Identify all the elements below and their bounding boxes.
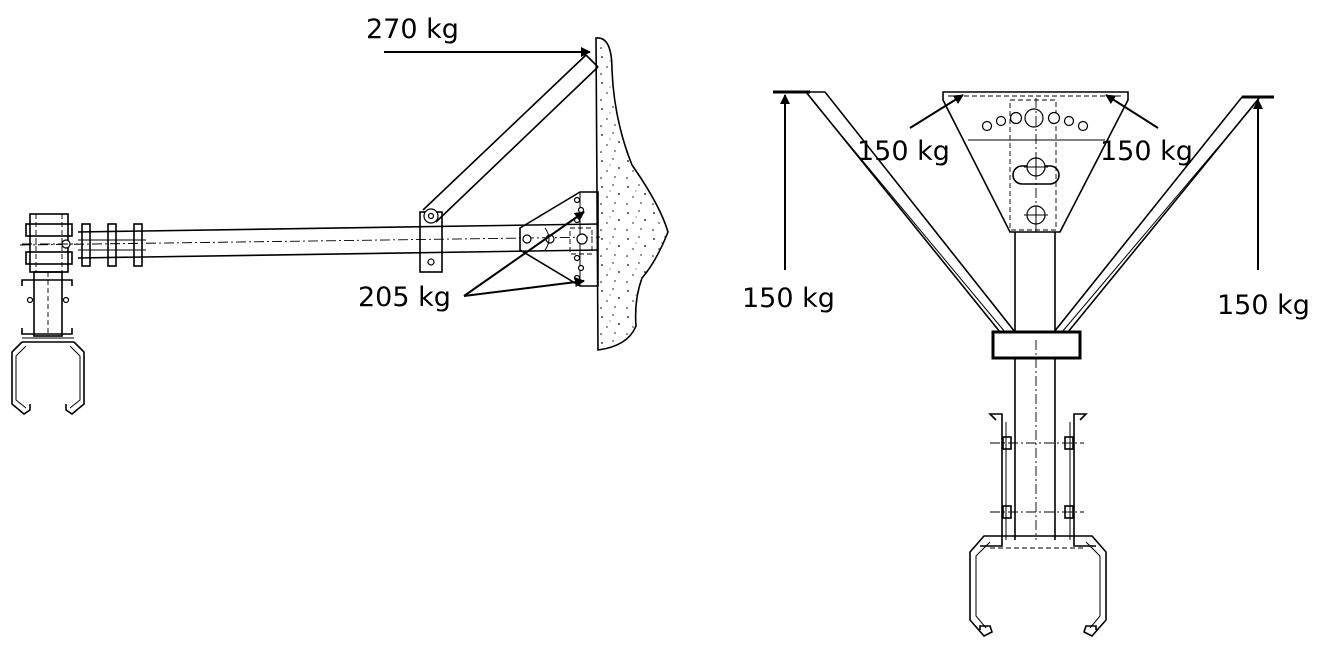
front-rail-profile — [969, 535, 1107, 637]
load-arrow-205-lower — [463, 277, 585, 297]
load-arrow-plate-left — [909, 94, 964, 129]
load-label-plate-right: 150 kg — [1100, 136, 1193, 167]
concrete-wall — [595, 37, 669, 351]
load-arrow-plate-right — [1105, 94, 1159, 129]
load-label-205: 205 kg — [358, 282, 451, 313]
front-view: 150 kg 150 kg 150 kg 150 kg — [742, 90, 1310, 637]
rail-clamp — [980, 413, 1096, 547]
side-post — [21, 271, 73, 337]
side-rail-profile — [11, 337, 85, 415]
center-post — [1014, 232, 1056, 540]
mounting-plate — [942, 91, 1129, 233]
diagonal-strut — [422, 54, 599, 223]
collar — [991, 330, 1082, 360]
load-label-270: 270 kg — [366, 14, 459, 45]
load-label-arm-right: 150 kg — [1217, 290, 1310, 321]
load-label-arm-left: 150 kg — [742, 283, 835, 314]
load-label-plate-left: 150 kg — [857, 136, 950, 167]
wall-bracket — [519, 191, 599, 287]
horizontal-arm — [19, 223, 601, 259]
pivot-plate — [419, 208, 443, 273]
mounting-head — [22, 213, 78, 273]
load-arrow-205-upper — [463, 211, 585, 297]
arm-clamps — [78, 223, 146, 267]
side-view: 270 kg 205 kg — [11, 14, 669, 415]
